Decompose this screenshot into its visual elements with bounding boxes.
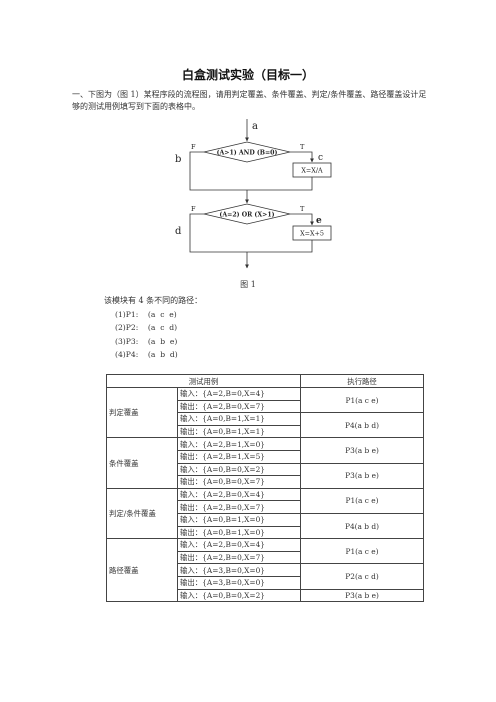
input-cell: 输入：{A=3,B=0,X=0} — [177, 563, 301, 577]
table-row: 条件覆盖 输入：{A=2,B=1,X=0} P3(a b e) — [106, 437, 424, 489]
output-cell: 输出：{A=2,B=0,X=7} — [177, 550, 301, 565]
category-cell: 条件覆盖 — [106, 437, 178, 489]
path-cell: P4(a b d) — [300, 512, 424, 540]
page-title: 白盒测试实验（目标一） — [181, 68, 314, 82]
figure-caption: 图 1 — [240, 280, 256, 289]
decision2-false-line — [189, 213, 247, 253]
output-cell: 输出：{A=3,B=0,X=0} — [177, 575, 301, 590]
table-row: 输入：{A=3,B=0,X=0} P2(a c d) — [107, 563, 424, 590]
decision2-false-label: F — [191, 205, 196, 213]
decision1-true-line — [290, 151, 314, 163]
table-row: 判定覆盖 输入：{A=2,B=0,X=4} P1(a c e) — [106, 386, 424, 439]
path-item: (3)P3: (a b e) — [115, 337, 178, 346]
path-cell: P1(a c e) — [300, 487, 424, 514]
box1-text: X=X/A — [301, 167, 323, 175]
decision1-false-line — [189, 151, 247, 191]
decision1-text: (A>1) AND (B=0) — [217, 150, 278, 157]
path-cell: P3(a b e) — [300, 588, 424, 603]
output-cell: 输出：{A=2,B=1,X=5} — [177, 449, 301, 464]
input-cell: 输入：{A=0,B=1,X=1} — [177, 412, 301, 426]
category-cell: 判定/条件覆盖 — [106, 487, 178, 540]
table-row: 路径覆盖 输入：{A=2,B=0,X=4} P1(a c e) — [106, 538, 424, 603]
output-cell: 输出：{A=2,B=0,X=7} — [177, 500, 301, 514]
output-cell: 输出：{A=0,B=1,X=1} — [177, 424, 301, 439]
path-item: (4)P4: (a b d) — [115, 350, 178, 359]
box1-out-line — [247, 177, 313, 191]
input-cell: 输入：{A=2,B=1,X=0} — [177, 437, 301, 451]
paths-intro: 该模块有 4 条不同的路径： — [104, 296, 203, 305]
table-row: 判定/条件覆盖 输入：{A=2,B=0,X=4} P1(a c e) — [106, 487, 424, 540]
path-item: (2)P2: (a c d) — [115, 323, 178, 332]
test-case-table: 测试用例 执行路径 判定覆盖 输入：{A=2,B=0,X=4} P1(a c e… — [106, 374, 424, 603]
label-a: a — [252, 121, 258, 132]
path-cell: P4(a b d) — [300, 412, 424, 439]
path-cell: P3(a b e) — [300, 437, 424, 464]
label-b: b — [175, 154, 181, 165]
label-c: c — [318, 153, 323, 163]
box2-text: X=X+5 — [300, 230, 324, 238]
path-cell: P2(a c d) — [300, 563, 424, 590]
input-cell: 输入：{A=2,B=0,X=4} — [177, 487, 301, 502]
input-cell: 输入：{A=0,B=0,X=2} — [177, 462, 301, 477]
category-cell: 路径覆盖 — [106, 538, 178, 603]
decision2-true-line — [290, 213, 314, 226]
table-header-row: 测试用例 执行路径 — [106, 374, 424, 388]
input-cell: 输入：{A=0,B=1,X=0} — [177, 512, 301, 527]
header-test-cases: 测试用例 — [106, 374, 301, 388]
decision1-diamond — [203, 141, 291, 163]
path-cell: P1(a c e) — [300, 538, 424, 565]
decision1-false-label: F — [191, 143, 196, 151]
output-cell: 输出：{A=2,B=0,X=7} — [177, 399, 301, 414]
table-row: 输入：{A=0,B=1,X=0} P4(a b d) — [107, 512, 424, 540]
flowchart-diagram: a b c d e (A>1) AND (B=0) (A=2) OR (X>1)… — [175, 119, 332, 269]
input-cell: 输入：{A=0,B=0,X=2} — [177, 588, 301, 603]
header-exec-path: 执行路径 — [300, 374, 424, 388]
label-d: d — [175, 226, 182, 237]
path-item: (1)P1: (a c e) — [115, 310, 177, 319]
decision2-true-label: T — [300, 205, 305, 213]
input-cell: 输入：{A=2,B=0,X=4} — [177, 538, 301, 552]
decision2-text: (A=2) OR (X>1) — [219, 212, 274, 219]
box2-out-line — [247, 240, 313, 253]
decision2-diamond — [203, 203, 291, 225]
category-cell: 判定覆盖 — [106, 386, 178, 439]
output-cell: 输出：{A=0,B=1,X=0} — [177, 525, 301, 540]
path-cell: P1(a c e) — [300, 386, 424, 414]
label-e: e — [316, 216, 322, 226]
output-cell: 输出：{A=0,B=0,X=7} — [177, 475, 301, 489]
decision1-true-label: T — [300, 143, 305, 151]
intro-paragraph: 一、下图为（图 1）某程序段的流程图，请用判定覆盖、条件覆盖、判定/条件覆盖、路… — [72, 90, 427, 111]
input-cell: 输入：{A=2,B=0,X=4} — [177, 387, 301, 401]
path-cell: P3(a b e) — [300, 462, 424, 489]
table-row: 输入：{A=0,B=0,X=2} P3(a b e) — [107, 588, 424, 603]
